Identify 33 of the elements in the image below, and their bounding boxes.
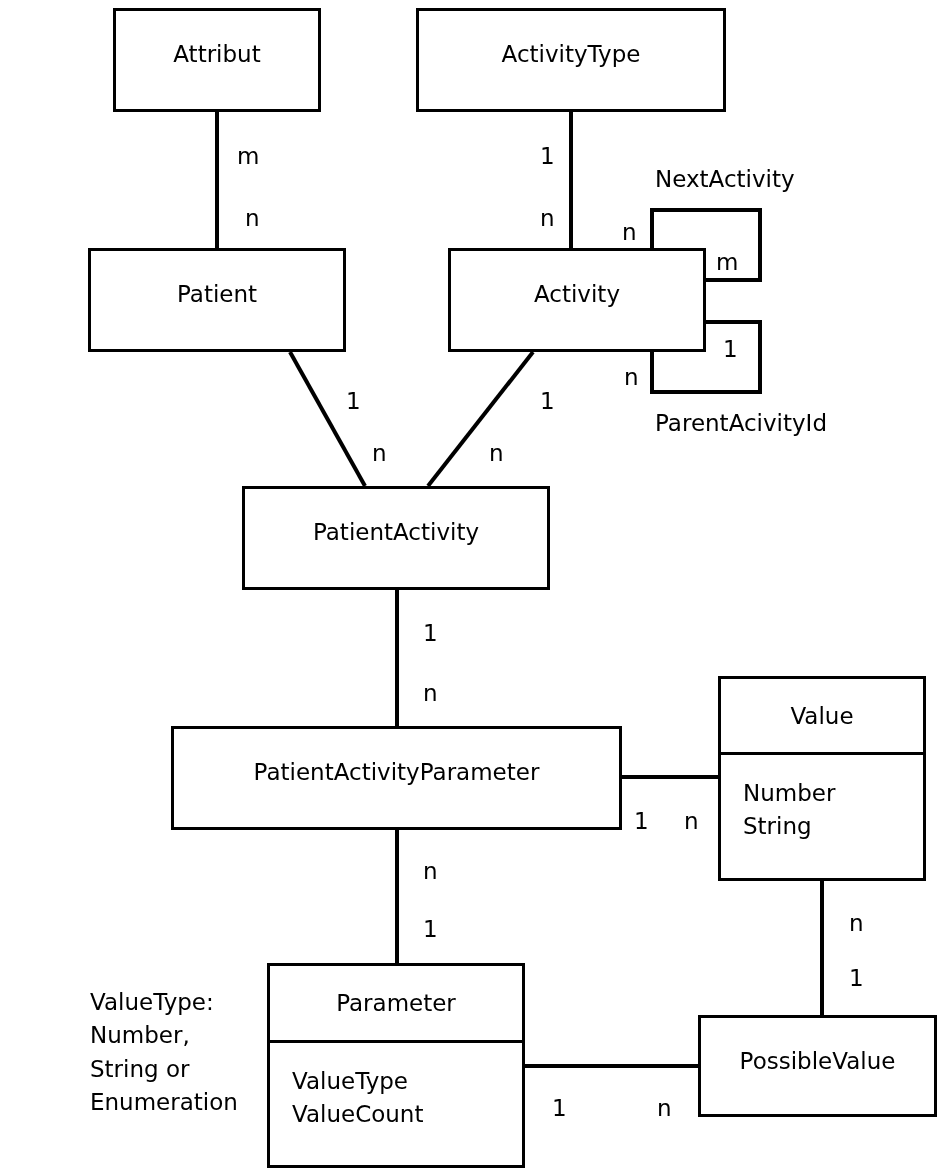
entity-box [416,8,726,112]
entity-box [171,726,622,830]
entity-name: Value [790,702,854,729]
entity-name: PatientActivityParameter [253,759,540,785]
entity-name: ActivityType [501,41,641,67]
entity-name: PatientActivity [312,519,480,545]
edge-label: NextActivity [655,168,795,191]
entity-box [267,963,525,1168]
entity-box [113,8,321,112]
entity-name: Attribut [173,41,261,67]
entity-name: Parameter [336,990,456,1016]
entity-box [88,248,346,352]
edge-label: ParentAcivityId [655,412,827,435]
relationship-line [426,350,535,488]
entity-box [242,486,550,590]
attribute-list: ValueType ValueCount [292,1065,424,1132]
relationship-line [525,1064,698,1068]
entity-name: Patient [176,281,258,307]
entity-box [698,1015,937,1117]
relationship-line [288,351,367,487]
relationship-line [650,320,762,394]
entity-box [718,676,926,881]
attribute-list: Number String [743,777,836,844]
relationship-line [215,112,219,248]
relationship-line [395,590,399,726]
entity-name: Activity [534,281,620,307]
relationship-line [569,112,573,248]
relationship-line [622,775,718,779]
relationship-line [650,208,762,282]
relationship-line [820,881,824,1015]
relationship-line [395,830,399,963]
entity-name: PossibleValue [739,1048,896,1074]
entity-box [448,248,706,352]
